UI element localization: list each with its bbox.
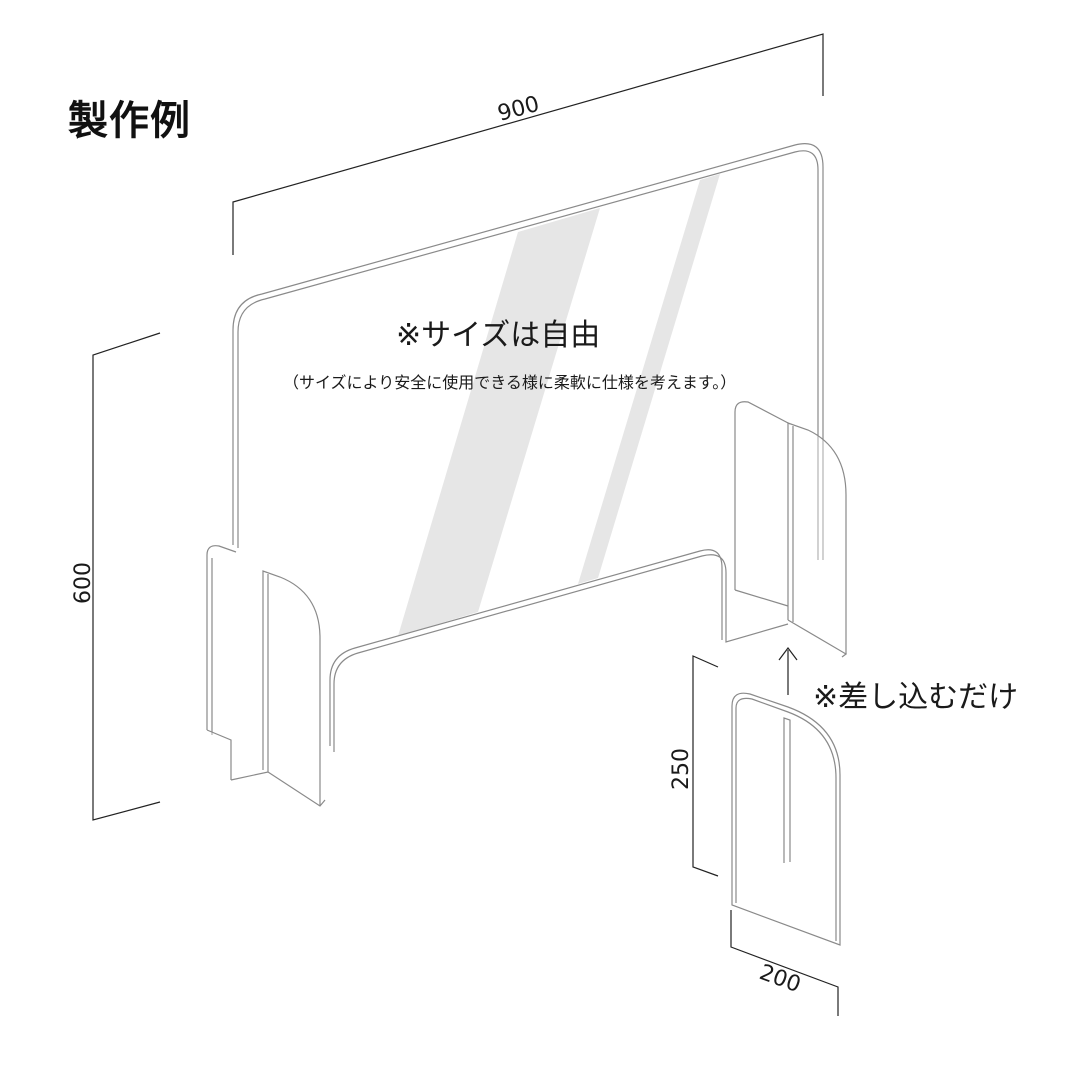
dimension-line-200	[730, 910, 839, 1016]
foot-piece-inner-edge	[735, 697, 837, 941]
glare-stripe-1	[398, 208, 600, 636]
note-size-free: ※サイズは自由	[396, 318, 600, 353]
panel-bottom-cutout	[329, 549, 723, 746]
right-foot	[734, 401, 848, 658]
dimension-line-250	[692, 655, 719, 877]
dimension-line-left	[92, 332, 161, 821]
dimension-label-600: 600	[71, 562, 96, 604]
left-foot	[206, 545, 326, 807]
right-foot-front	[787, 422, 847, 654]
dimension-600: 600	[71, 332, 161, 821]
left-foot-bottom	[230, 771, 326, 807]
left-foot-back	[206, 545, 237, 730]
right-foot-back-base	[734, 589, 789, 607]
note-size-detail: （サイズにより安全に使用できる様に柔軟に仕様を考えます。）	[283, 373, 736, 392]
arrow-head	[778, 647, 798, 661]
panel-back-edge	[232, 143, 824, 560]
shield-panel	[232, 143, 824, 752]
panel-bottom-cutout-front	[333, 554, 789, 752]
note-insert-only: ※差し込むだけ	[813, 680, 1018, 715]
detached-foot: 250 200	[669, 655, 841, 1016]
dimension-label-200: 200	[756, 960, 804, 998]
right-foot-bottom	[787, 619, 848, 658]
dimension-label-900: 900	[495, 92, 542, 127]
foot-piece-slot	[783, 717, 791, 863]
dimension-label-250: 250	[669, 748, 694, 790]
insert-arrow	[778, 647, 798, 695]
dimension-line-top	[232, 33, 824, 255]
foot-piece-body	[731, 692, 841, 946]
page-title: 製作例	[68, 98, 191, 144]
glare-stripe-2	[578, 174, 720, 584]
right-foot-back	[734, 401, 791, 590]
left-foot-front	[262, 570, 321, 806]
left-foot-base	[206, 729, 232, 780]
